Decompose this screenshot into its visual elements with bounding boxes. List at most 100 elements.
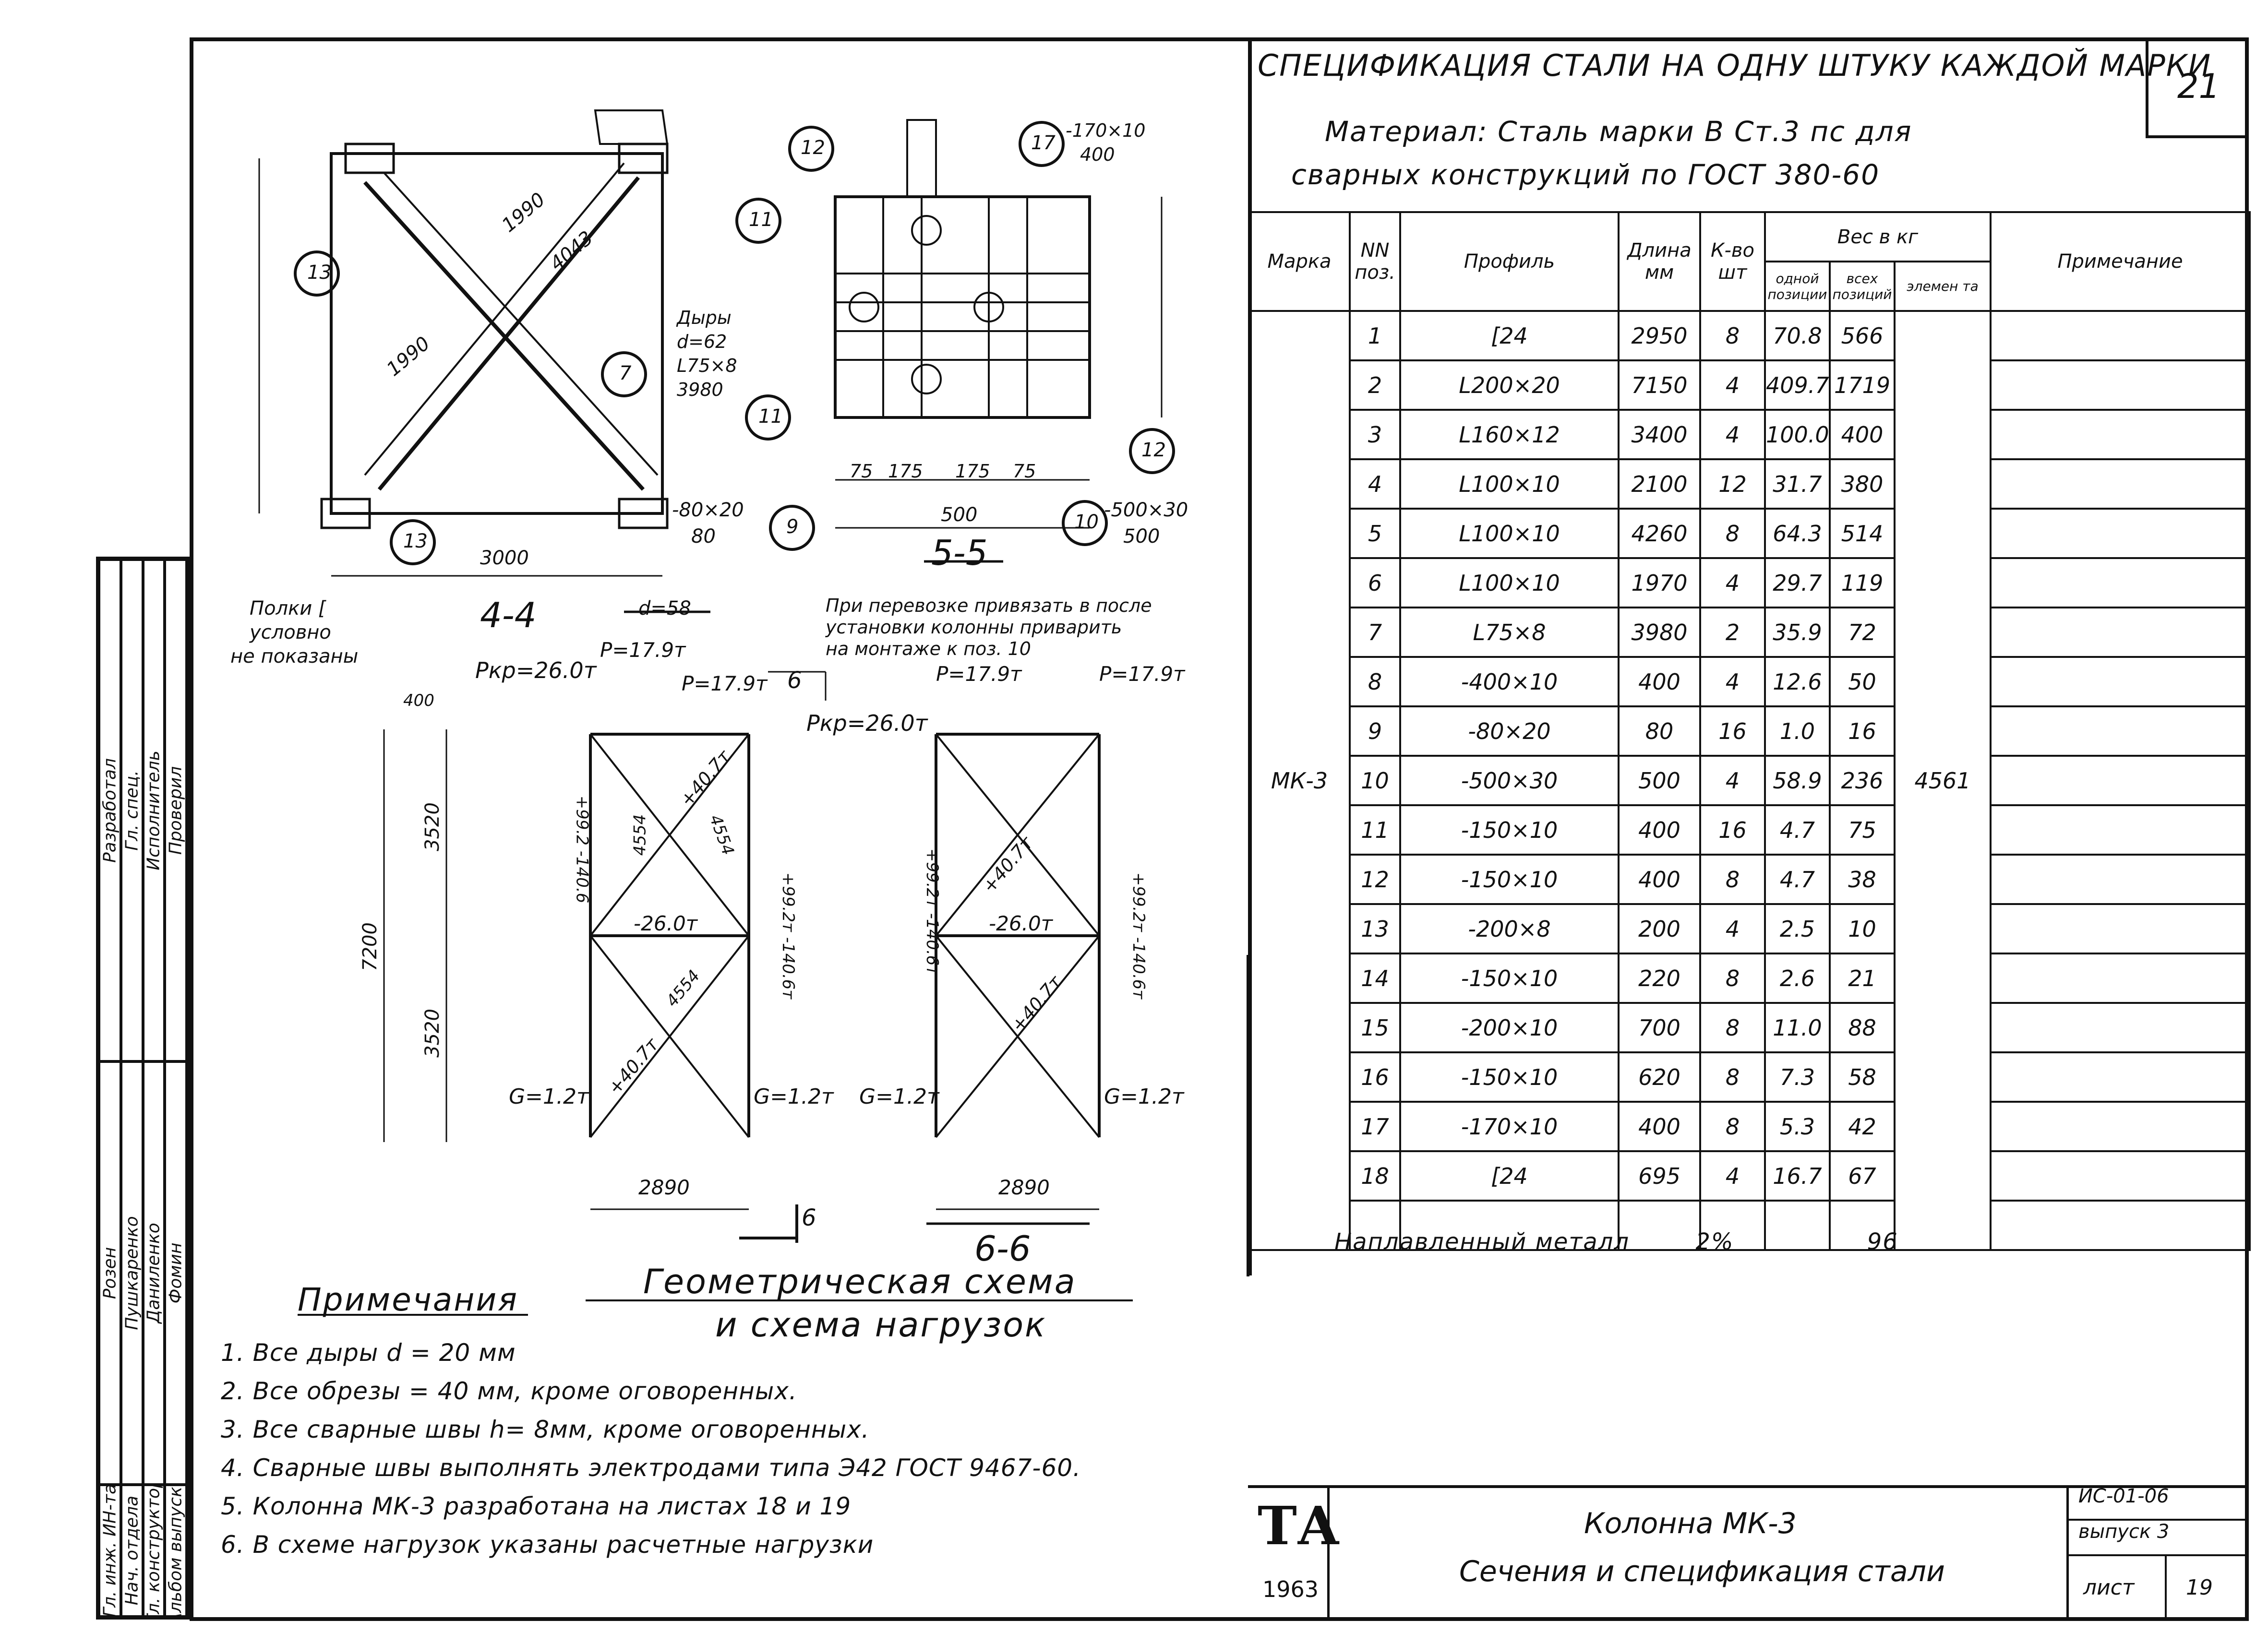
side-cell: Пушкаренко — [120, 1061, 143, 1485]
stamp-issue: выпуск 3 — [2069, 1521, 2249, 1556]
section-4-4-label: 4-4 — [480, 595, 537, 635]
cell-qty: 4 — [1699, 903, 1766, 954]
cell-length: 80 — [1618, 705, 1701, 757]
cell-qty: 4 — [1699, 557, 1766, 608]
side-cell: Разработал — [99, 560, 121, 1062]
force-label: +99.2т -140.6т — [779, 872, 798, 1000]
dim-label: 3520 — [421, 802, 444, 851]
cell-qty: 12 — [1699, 458, 1766, 510]
cell-one: 2.5 — [1764, 903, 1831, 954]
empty-cell — [1699, 1200, 1766, 1251]
note-item: 2. Все обрезы = 40 мм, кроме оговоренных… — [221, 1377, 797, 1405]
cell-profile: -150×10 — [1399, 1051, 1620, 1103]
stamp-code: ИС-01-06 — [2069, 1485, 2249, 1521]
cell-all: 566 — [1829, 310, 1896, 361]
cell-note — [1990, 903, 2251, 954]
cell-one: 7.3 — [1764, 1051, 1831, 1103]
cell-qty: 4 — [1699, 1150, 1766, 1202]
cell-note — [1990, 1051, 2251, 1103]
plate-label: 400 — [1080, 144, 1115, 165]
title-stamp — [1248, 1485, 2249, 1621]
cell-note — [1990, 1002, 2251, 1053]
cell-profile: L75×8 — [1399, 607, 1620, 658]
cell-pos: 17 — [1349, 1101, 1401, 1152]
side-cell: Розен — [99, 1061, 121, 1485]
note-item: 6. В схеме нагрузок указаны расчетные на… — [221, 1531, 874, 1559]
spec-table: Марка NN поз. Профиль Длина мм К-во шт В… — [1248, 211, 2251, 1251]
element-weight-cell: 4561 — [1893, 310, 1992, 1251]
cell-profile: L160×12 — [1399, 409, 1620, 460]
cell-all: 400 — [1829, 409, 1896, 460]
cell-pos: 3 — [1349, 409, 1401, 460]
header-pos: NN поз. — [1349, 211, 1401, 312]
holes-note: d=62 — [677, 331, 727, 352]
holes-note: L75×8 — [677, 355, 737, 376]
holes-note: 3980 — [677, 379, 723, 400]
cell-pos: 7 — [1349, 607, 1401, 658]
callout-number: 11 — [758, 405, 783, 428]
cell-profile: -200×10 — [1399, 1002, 1620, 1053]
cell-qty: 16 — [1699, 705, 1766, 757]
cell-pos: 18 — [1349, 1150, 1401, 1202]
side-cell: Исполнитель — [143, 560, 165, 1062]
cell-note — [1990, 705, 2251, 757]
cell-one: 35.9 — [1764, 607, 1831, 658]
mount-note: При перевозке привязать в после — [826, 595, 1152, 616]
callout-number: 17 — [1031, 132, 1056, 154]
cell-note — [1990, 458, 2251, 510]
cell-all: 380 — [1829, 458, 1896, 510]
flange-note: условно — [250, 621, 331, 643]
spec-title: СПЕЦИФИКАЦИЯ СТАЛИ НА ОДНУ ШТУКУ КАЖДОЙ … — [1258, 48, 2212, 83]
cell-note — [1990, 359, 2251, 411]
cell-profile: -500×30 — [1399, 755, 1620, 806]
stamp-code-block: ИС-01-06 выпуск 3 лист 19 — [2066, 1485, 2249, 1621]
weld-percent: 2% — [1695, 1228, 1734, 1255]
cell-length: 700 — [1618, 1002, 1701, 1053]
cell-one: 29.7 — [1764, 557, 1831, 608]
cell-length: 4260 — [1618, 508, 1701, 559]
cell-all: 42 — [1829, 1101, 1896, 1152]
empty-cell — [1990, 1200, 2251, 1251]
cell-qty: 8 — [1699, 1002, 1766, 1053]
cell-all: 75 — [1829, 804, 1896, 856]
cell-qty: 8 — [1699, 854, 1766, 905]
cell-one: 12.6 — [1764, 656, 1831, 707]
load-label: P=17.9т — [1099, 662, 1185, 686]
cell-qty: 8 — [1699, 310, 1766, 361]
cell-all: 58 — [1829, 1051, 1896, 1103]
cell-note — [1990, 804, 2251, 856]
dim-label: 175 — [888, 461, 923, 482]
side-cell: Даниленко — [143, 1061, 165, 1485]
cell-one: 5.3 — [1764, 1101, 1831, 1152]
callout-number: 9 — [786, 516, 799, 538]
cell-all: 38 — [1829, 854, 1896, 905]
dim-label: 3520 — [421, 1009, 444, 1058]
empty-cell — [1399, 1200, 1620, 1251]
empty-cell — [1618, 1200, 1701, 1251]
dim-label: 75 — [850, 461, 873, 482]
cell-all: 88 — [1829, 1002, 1896, 1053]
force-label: -26.0т — [634, 912, 698, 935]
mount-note: на монтаже к поз. 10 — [826, 638, 1031, 659]
cell-pos: 11 — [1349, 804, 1401, 856]
cell-one: 2.6 — [1764, 953, 1831, 1004]
cell-pos: 10 — [1349, 755, 1401, 806]
table-row — [1249, 1200, 2251, 1251]
header-all: всех позиций — [1829, 261, 1896, 312]
header-weight: Вес в кг — [1764, 211, 1992, 262]
logo-text: ТА — [1258, 1495, 1340, 1557]
cell-length: 2950 — [1618, 310, 1701, 361]
sheet-number: 21 — [2146, 37, 2249, 138]
cell-all: 16 — [1829, 705, 1896, 757]
cell-profile: -80×20 — [1399, 705, 1620, 757]
cell-note — [1990, 557, 2251, 608]
cell-length: 220 — [1618, 953, 1701, 1004]
cell-one: 4.7 — [1764, 804, 1831, 856]
section-mark: 6 — [787, 667, 802, 694]
header-qty: К-во шт — [1699, 211, 1766, 312]
scheme-title: Геометрическая схема — [643, 1262, 1077, 1301]
scheme-title: и схема нагрузок — [715, 1305, 1047, 1345]
